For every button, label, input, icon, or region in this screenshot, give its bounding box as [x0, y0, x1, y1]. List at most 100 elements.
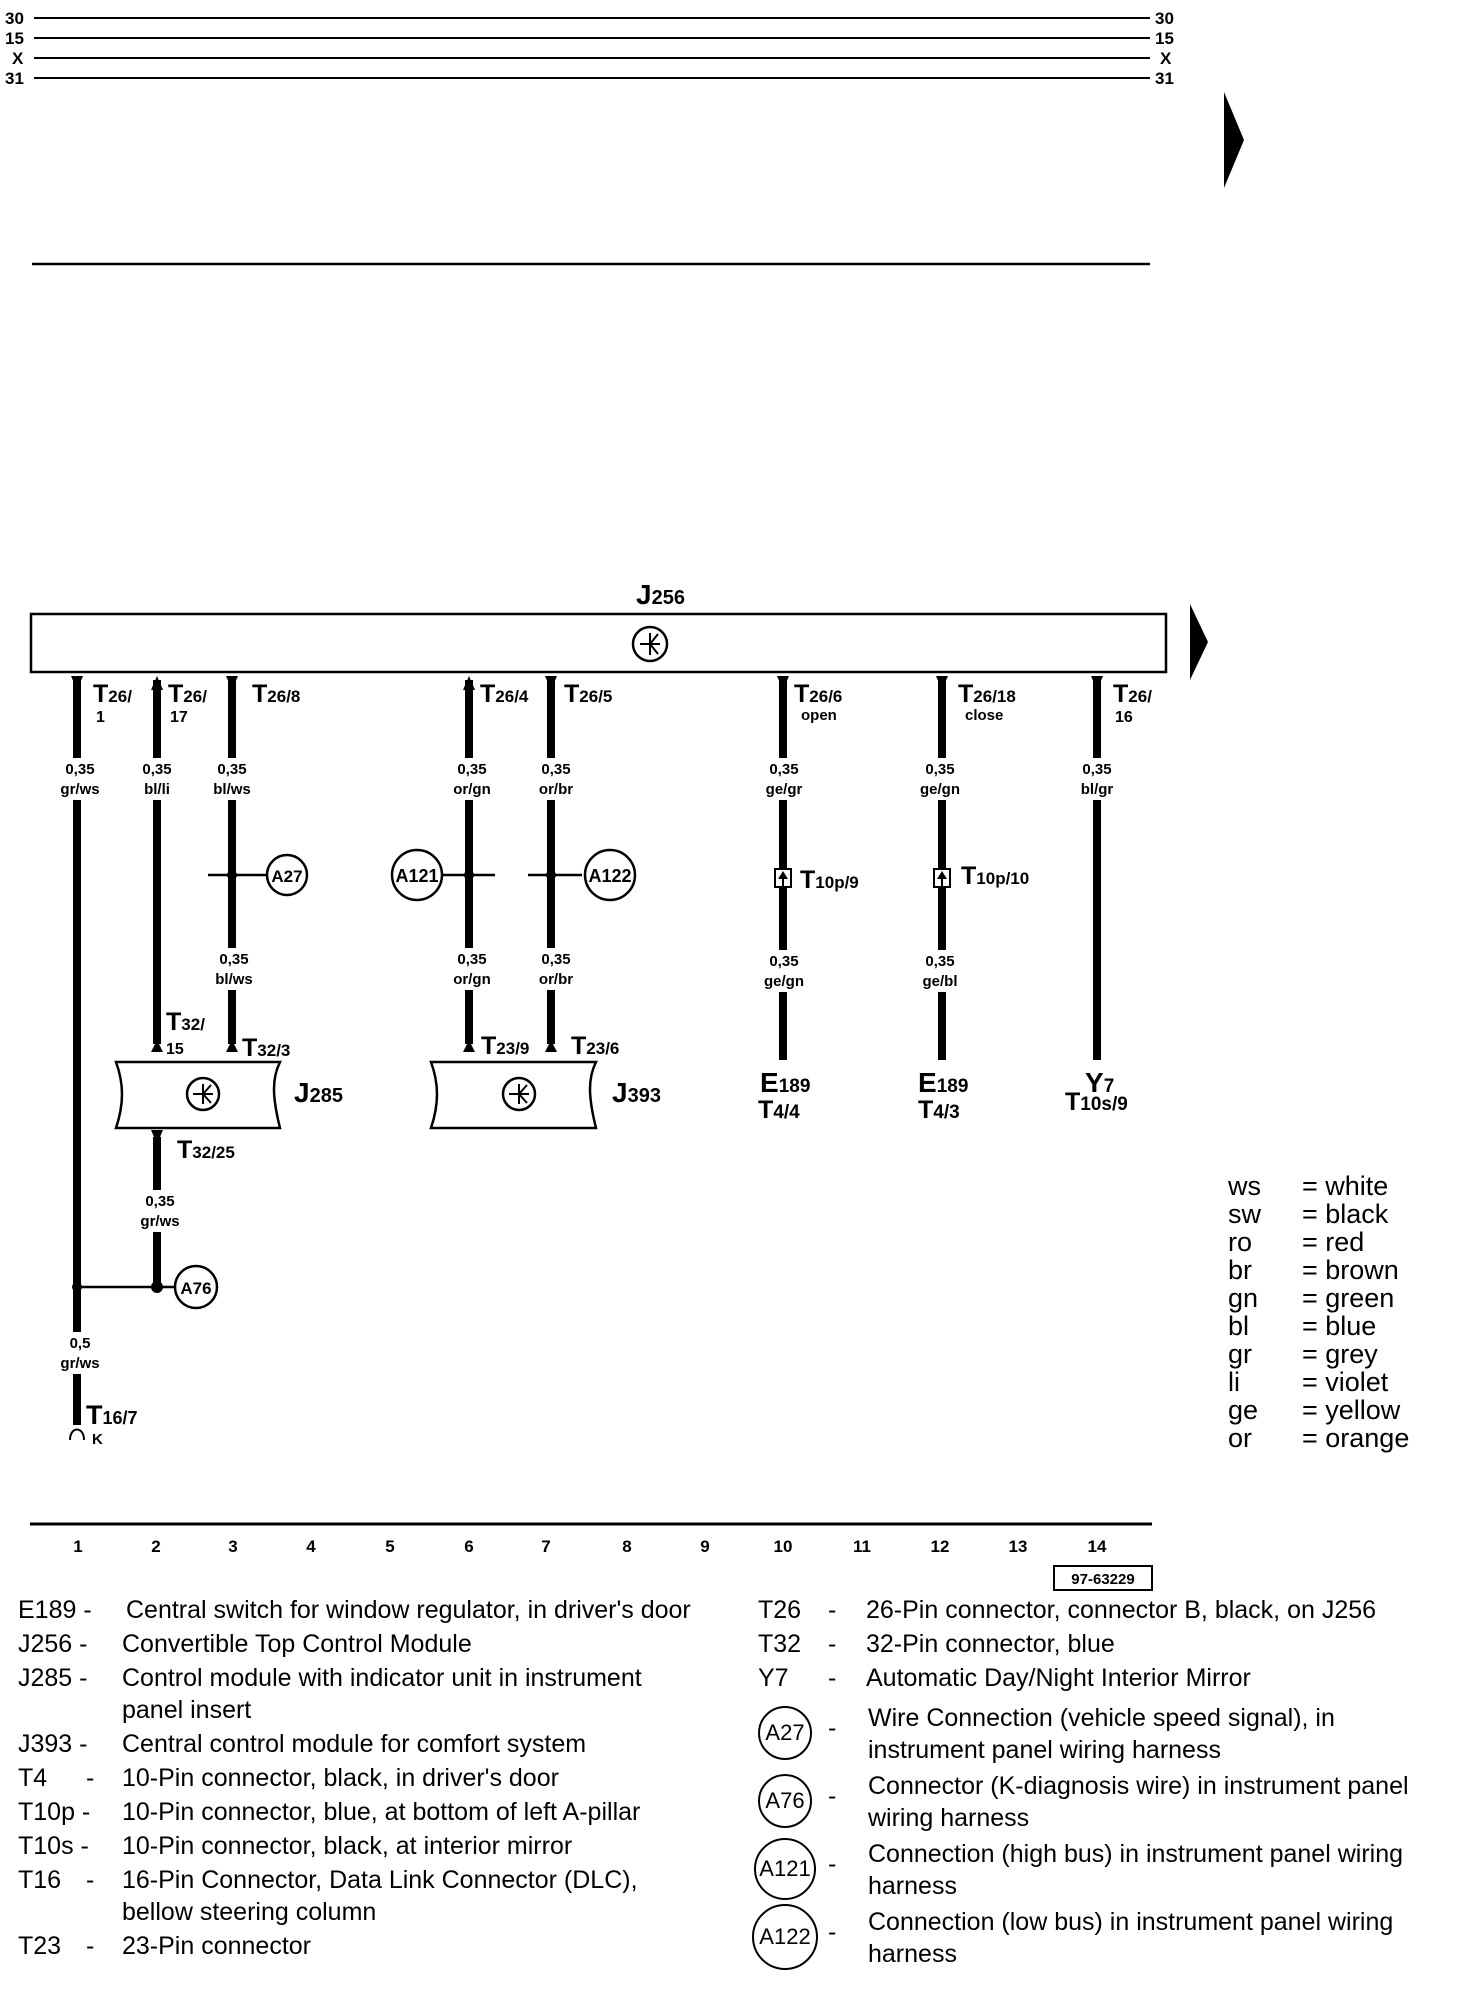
legend-row: gr= grey [1228, 1339, 1378, 1369]
figure-id: 97-63229 [1071, 1571, 1134, 1588]
component-t26: T26-26-Pin connector, connector B, black… [758, 1596, 1377, 1624]
track-4: 4 [306, 1537, 316, 1556]
wire-size-6-lower: 0,35 [457, 951, 486, 968]
module-j393: J393 [429, 1060, 661, 1130]
svg-text:T10p/10: T10p/10 [961, 862, 1029, 890]
figure-id-box [1053, 1565, 1153, 1591]
wire-size-dlc: 0,5 [70, 1335, 91, 1352]
pin-label-t16-7: T16/7 [86, 1400, 138, 1430]
component-a122: A122-Connection (low bus) in instrument … [752, 1904, 1458, 1970]
legend-row: sw= black [1228, 1199, 1389, 1229]
track-9: 9 [700, 1537, 709, 1556]
legend-row: ro= red [1228, 1227, 1365, 1257]
legend-row: li= violet [1228, 1367, 1389, 1397]
track-14: 14 [1088, 1537, 1107, 1556]
wire-size-12-lower: 0,35 [925, 953, 954, 970]
pin-label-t32-3: T32/3 [242, 1034, 290, 1062]
track-2: 2 [151, 1537, 160, 1556]
color-legend: ws= white sw= black ro= red br= brown gn… [1228, 1172, 1409, 1452]
legend-row: ws= white [1228, 1171, 1389, 1201]
track-13: 13 [1009, 1537, 1028, 1556]
component-t4: T4-10-Pin connector, black, in driver's … [18, 1764, 559, 1792]
pin-label-t26-18-line2: close [965, 707, 1003, 724]
wire-color-10: ge/gr [766, 781, 803, 798]
pin-label-t23-6: T23/6 [571, 1032, 619, 1060]
pin-label-t26-16-line2: 16 [1115, 709, 1133, 726]
wire-size-7-lower: 0,35 [541, 951, 570, 968]
component-j393: J393 -Central control module for comfort… [18, 1730, 587, 1758]
wire-size-14: 0,35 [1082, 761, 1111, 778]
pin-label-t26-17: T26/ [168, 680, 207, 708]
svg-text:J393: J393 [612, 1077, 661, 1108]
pin-label-t16-7-k: K [92, 1431, 103, 1448]
wire-size-6: 0,35 [457, 761, 486, 778]
wire-size-a76: 0,35 [145, 1193, 174, 1210]
component-a27: A27-Wire Connection (vehicle speed signa… [758, 1702, 1458, 1766]
rail-label-right-30: 30 [1155, 9, 1174, 28]
wire-size-3: 0,35 [217, 761, 246, 778]
pin-label-t26-1-line2: 1 [96, 709, 105, 726]
pin-label-t26-5: T26/5 [564, 680, 612, 708]
track-12: 12 [931, 1537, 950, 1556]
legend-row: bl= blue [1228, 1311, 1377, 1341]
pin-label-t26-6-line2: open [801, 707, 837, 724]
pin-label-t26-8: T26/8 [252, 680, 300, 708]
component-list-left: E189 -Central switch for window regulato… [18, 1594, 708, 1964]
component-a76: A76-Connector (K-diagnosis wire) in inst… [758, 1770, 1458, 1834]
continuation-arrow-top [1224, 92, 1244, 188]
wire-size-2: 0,35 [142, 761, 171, 778]
component-j285: J285 -Control module with indicator unit… [18, 1664, 642, 1724]
continuation-arrow-mid [1190, 604, 1208, 680]
legend-row: or= orange [1228, 1423, 1410, 1453]
module-j256 [29, 612, 1168, 674]
connector-t10p-9: T10p/9 [774, 866, 859, 894]
rail-label-right-15: 15 [1155, 29, 1174, 48]
track-11: 11 [853, 1537, 871, 1556]
pin-label-t26-4: T26/4 [480, 680, 529, 708]
wire-color-14: bl/gr [1081, 781, 1114, 798]
dlc-pin-symbol [69, 1428, 85, 1441]
wire-color-3: bl/ws [213, 781, 251, 798]
track-numbers: 1 2 3 4 5 6 7 8 9 10 11 12 13 14 [73, 1537, 1107, 1556]
pin-label-t26-17-line2: 17 [170, 709, 188, 726]
wire-color-7-lower: or/br [539, 971, 573, 988]
component-t16: T16-16-Pin Connector, Data Link Connecto… [18, 1866, 638, 1926]
splice-a27: A27 [208, 853, 309, 897]
wire-color-dlc: gr/ws [60, 1355, 99, 1372]
pin-label-t23-9: T23/9 [481, 1032, 529, 1060]
wire-size-10-lower: 0,35 [769, 953, 798, 970]
component-t10p: T10p -10-Pin connector, blue, at bottom … [18, 1798, 641, 1826]
pin-label-t26-16: T26/ [1113, 680, 1152, 708]
component-y7: Y7-Automatic Day/Night Interior Mirror [758, 1664, 1251, 1692]
wire-color-2: bl/li [144, 781, 170, 798]
component-e189: E189 -Central switch for window regulato… [18, 1596, 691, 1624]
component-t32: T32-32-Pin connector, blue [758, 1630, 1115, 1658]
svg-text:A121: A121 [395, 866, 438, 886]
module-pin-arrows [151, 1040, 557, 1144]
pin-arrows [71, 676, 1103, 690]
pin-label-t26-18: T26/18 [958, 680, 1016, 708]
wire-color-10-lower: ge/gn [764, 973, 804, 990]
component-a121: A121-Connection (high bus) in instrument… [754, 1838, 1458, 1902]
rail-label-right-x: X [1160, 49, 1172, 68]
endpoint-e189-a: E189 [760, 1067, 810, 1098]
rail-label-left-x: X [12, 49, 24, 68]
wire-size-7: 0,35 [541, 761, 570, 778]
pin-label-t32-15-line2: 15 [166, 1041, 184, 1058]
track-8: 8 [622, 1537, 631, 1556]
power-rails [34, 17, 1150, 79]
endpoint-t4-4: T4/4 [758, 1096, 800, 1124]
splice-a122: A122 [528, 848, 637, 902]
wire-color-12: ge/gn [920, 781, 960, 798]
rail-label-left-15: 15 [5, 29, 24, 48]
rail-label-left-31: 31 [5, 69, 24, 88]
component-t23: T23-23-Pin connector [18, 1932, 312, 1960]
wire-color-7: or/br [539, 781, 573, 798]
wire-color-3-lower: bl/ws [215, 971, 253, 988]
svg-text:A27: A27 [271, 867, 302, 886]
wire-color-12-lower: ge/bl [922, 973, 957, 990]
module-j256-label: J256 [636, 579, 685, 610]
wire-size-12: 0,35 [925, 761, 954, 778]
component-list-right: T26-26-Pin connector, connector B, black… [752, 1594, 1458, 1972]
